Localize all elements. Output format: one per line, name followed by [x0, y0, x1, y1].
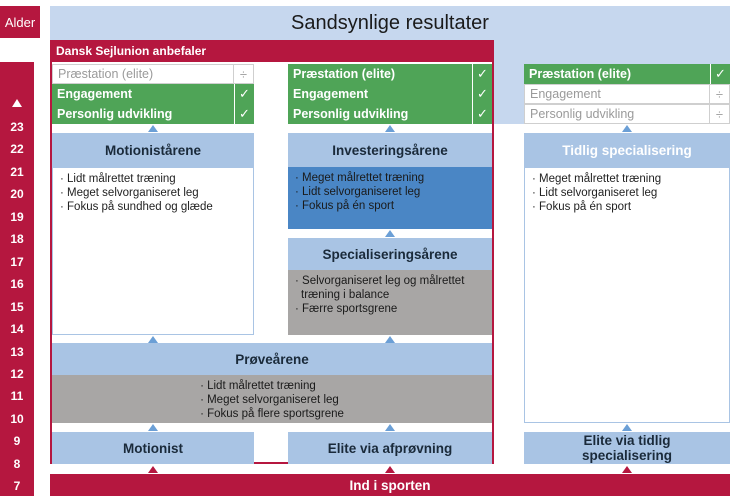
outcome-label: Præstation (elite)	[293, 67, 396, 81]
age-tick: 19	[10, 209, 24, 224]
phase-body-specialization-years: · Selvorganiseret leg og målrettet træni…	[288, 270, 492, 335]
arrow-up-icon	[148, 466, 158, 473]
age-tick: 12	[10, 366, 24, 381]
outcome-label: Engagement	[293, 87, 369, 101]
phase-body-trial-years: · Lidt målrettet træning · Meget selvorg…	[52, 375, 492, 423]
arrow-up-icon	[385, 424, 395, 431]
age-tick: 20	[10, 187, 24, 202]
arrow-up-icon	[622, 424, 632, 431]
recommendation-frame	[50, 40, 494, 464]
age-tick: 14	[10, 322, 24, 337]
list-item: · Fokus på én sport	[532, 201, 632, 213]
entry-bar: Ind i sporten	[50, 474, 730, 496]
list-item: træning i balance	[301, 289, 390, 301]
age-tick: 23	[10, 120, 24, 134]
outcome-label: Personlig udvikling	[530, 107, 635, 121]
check-icon: ✓	[472, 64, 492, 84]
arrow-up-icon	[622, 125, 632, 132]
outcome-label: Engagement	[57, 87, 133, 101]
recommendation-title: Dansk Sejlunion anbefaler	[50, 40, 494, 62]
arrow-up-icon	[622, 466, 632, 473]
outcome-row: Engagement ✓	[52, 84, 254, 104]
arrow-up-icon	[385, 466, 395, 473]
results-title: Sandsynlige resultater	[50, 6, 730, 40]
pathway-label: Elite via tidlig	[583, 433, 671, 448]
phase-title-specialization-years: Specialiseringsårene	[288, 238, 492, 270]
check-icon: ✓	[472, 84, 492, 104]
check-icon: ✓	[234, 104, 254, 124]
pathway-motionist: Motionist	[52, 432, 254, 464]
arrow-up-icon	[148, 424, 158, 431]
pathway-elite-trial: Elite via afprøvning	[288, 432, 492, 464]
arrow-up-icon	[148, 125, 158, 132]
arrow-up-icon	[385, 230, 395, 237]
age-axis: 23 22 21 20 19 18 17 16 15 14 13 12 11 10 9 8 7	[0, 62, 34, 496]
age-axis-label: Alder	[0, 6, 40, 38]
phase-body-motionist-years: · Lidt målrettet træning · Meget selvorg…	[52, 167, 254, 335]
list-item: · Lidt målrettet træning	[200, 380, 316, 392]
outcome-label: Engagement	[530, 87, 601, 101]
phase-body-investment-years: · Meget målrettet træning · Lidt selvorg…	[288, 167, 492, 229]
outcome-row: Personlig udvikling ✓	[52, 104, 254, 124]
age-tick: 18	[10, 232, 24, 247]
age-tick: 8	[13, 456, 21, 471]
phase-title-investment-years: Investeringsårene	[288, 133, 492, 167]
list-item: · Færre sportsgrene	[295, 303, 398, 315]
age-tick: 21	[10, 164, 24, 179]
list-item: · Fokus på én sport	[295, 200, 395, 212]
phase-title-trial-years: Prøveårene	[52, 343, 492, 375]
outcome-row: Præstation (elite) ✓	[524, 64, 730, 84]
age-tick: 15	[10, 299, 24, 314]
outcome-label: Præstation (elite)	[58, 67, 154, 81]
outcome-row: Engagement ✓	[288, 84, 492, 104]
age-tick: 9	[13, 434, 21, 449]
list-item: · Fokus på sundhed og glæde	[60, 201, 213, 213]
age-tick: 17	[10, 254, 24, 269]
check-icon: ✓	[472, 104, 492, 124]
list-item: · Selvorganiseret leg og målrettet	[295, 275, 465, 287]
arrow-up-icon	[385, 125, 395, 132]
list-item: · Lidt målrettet træning	[60, 173, 176, 185]
list-item: · Lidt selvorganiseret leg	[532, 187, 658, 199]
age-tick: 22	[10, 142, 24, 157]
outcome-label: Personlig udvikling	[293, 107, 409, 121]
divide-icon: ÷	[709, 84, 729, 104]
check-icon: ✓	[234, 84, 254, 104]
outcome-label: Præstation (elite)	[529, 67, 632, 81]
outcome-row: Engagement ÷	[524, 84, 730, 104]
outcome-row: Personlig udvikling ✓	[288, 104, 492, 124]
phase-title-early-specialization: Tidlig specialisering	[524, 133, 730, 167]
list-item: · Meget målrettet træning	[532, 173, 662, 185]
age-tick: 11	[10, 389, 24, 404]
list-item: · Meget selvorganiseret leg	[60, 187, 199, 199]
pathway-elite-early: Elite via tidlig specialisering	[524, 432, 730, 464]
outcome-row: Personlig udvikling ÷	[524, 104, 730, 124]
list-item: · Fokus på flere sportsgrene	[200, 408, 344, 420]
age-tick: 10	[10, 411, 24, 426]
age-tick: 7	[13, 479, 21, 494]
phase-title-motionist-years: Motionistårene	[52, 133, 254, 167]
pathway-label: specialisering	[581, 448, 673, 463]
age-tick: 13	[10, 344, 24, 359]
outcome-row: Præstation (elite) ÷	[52, 64, 254, 84]
age-tick: 16	[10, 277, 24, 292]
list-item: · Meget selvorganiseret leg	[200, 394, 339, 406]
arrow-up-icon	[148, 336, 158, 343]
arrow-up-icon	[12, 99, 22, 107]
list-item: · Meget målrettet træning	[295, 172, 425, 184]
check-icon: ✓	[710, 64, 730, 84]
list-item: · Lidt selvorganiseret leg	[295, 186, 421, 198]
phase-body-early-specialization: · Meget målrettet træning · Lidt selvorg…	[524, 167, 730, 423]
outcome-label: Personlig udvikling	[57, 107, 173, 121]
divide-icon: ÷	[709, 104, 729, 124]
outcome-row: Præstation (elite) ✓	[288, 64, 492, 84]
divide-icon: ÷	[233, 64, 253, 84]
arrow-up-icon	[385, 336, 395, 343]
